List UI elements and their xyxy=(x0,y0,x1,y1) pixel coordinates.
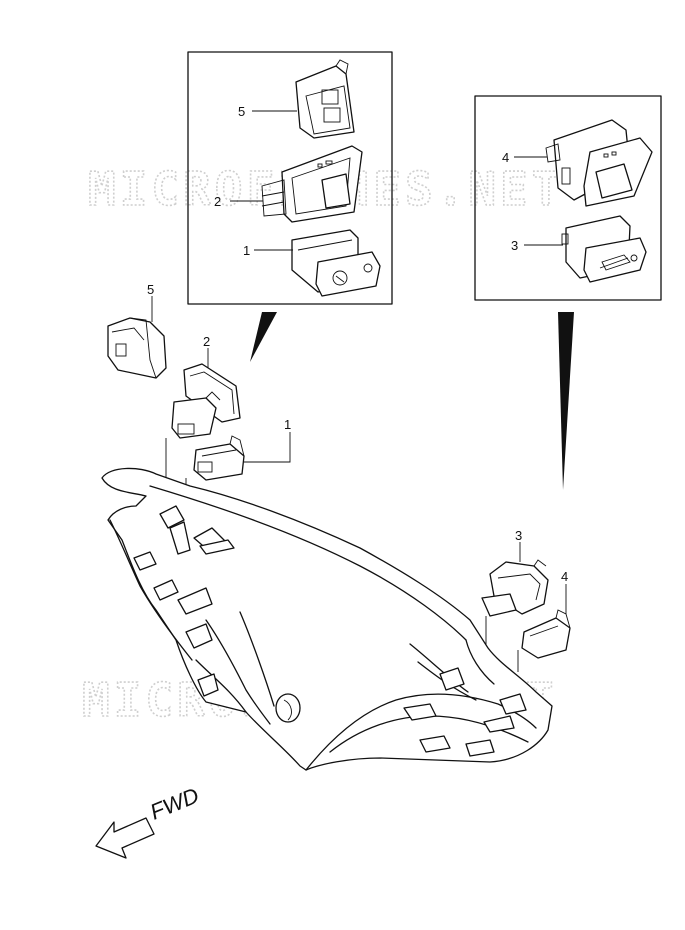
callout-main-5: 5 xyxy=(147,282,154,297)
inset-part-4-switch xyxy=(545,119,653,207)
callout-main-2: 2 xyxy=(203,334,210,349)
handlebar-cover xyxy=(101,467,553,771)
callout-main-4: 4 xyxy=(561,569,568,584)
callout-main-3: 3 xyxy=(515,528,522,543)
inset-part-5-switch xyxy=(295,59,355,139)
forward-direction-indicator: FWD xyxy=(95,783,203,859)
callout-inset-left-5: 5 xyxy=(238,104,245,119)
main-part-3-switch xyxy=(481,559,549,617)
main-part-5-switch xyxy=(107,317,167,379)
inset-pointer-left xyxy=(250,312,277,362)
callout-inset-right-4: 4 xyxy=(502,150,509,165)
callout-inset-left-1: 1 xyxy=(243,243,250,258)
inset-part-2-switch xyxy=(261,145,363,223)
fwd-label: FWD xyxy=(147,783,203,825)
main-part-4-switch xyxy=(521,609,571,659)
main-part-2-switch xyxy=(171,363,241,439)
inset-box-left: 5 2 1 xyxy=(187,51,393,362)
inset-box-right: 4 3 xyxy=(474,95,662,490)
arrow-left-icon xyxy=(95,817,155,859)
callout-inset-right-3: 3 xyxy=(511,238,518,253)
callout-main-1: 1 xyxy=(284,417,291,432)
inset-part-3-switch xyxy=(561,215,647,283)
inset-pointer-right xyxy=(558,312,574,490)
main-part-1-switch xyxy=(193,435,245,481)
callout-inset-left-2: 2 xyxy=(214,194,221,209)
inset-part-1-switch xyxy=(291,229,381,297)
